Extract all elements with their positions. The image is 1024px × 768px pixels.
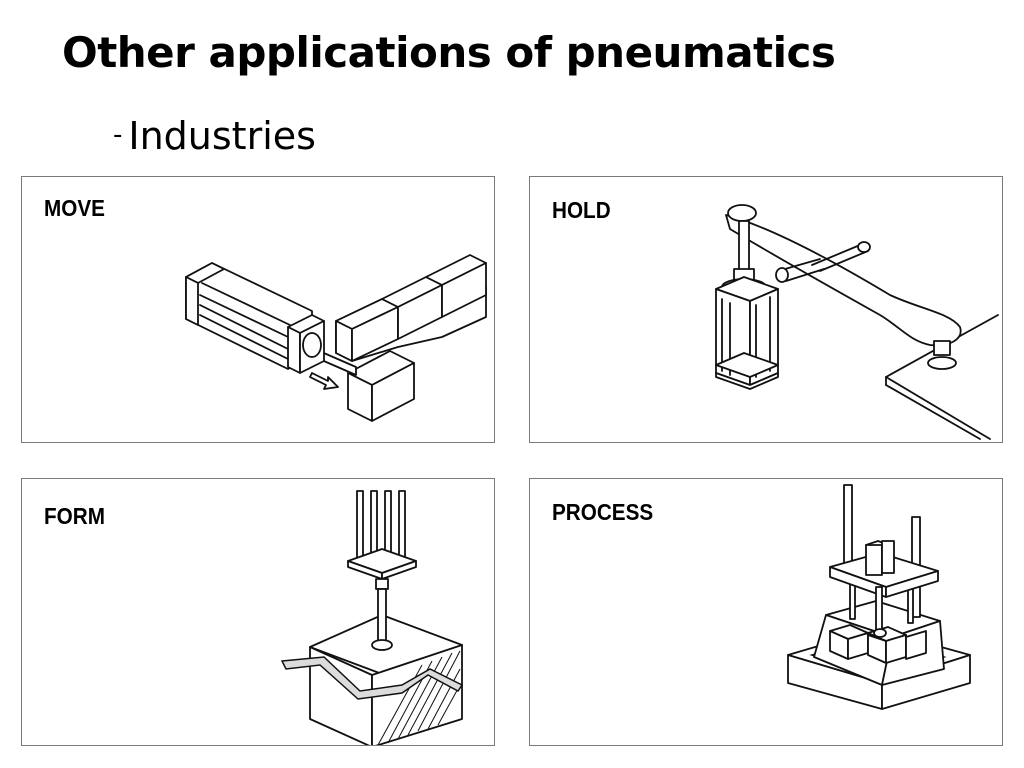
form-panel: FORM (21, 478, 495, 746)
process-label: PROCESS (552, 499, 654, 525)
pushed-box (347, 350, 415, 422)
part-boxes (829, 624, 927, 664)
hold-panel: HOLD (529, 176, 1003, 443)
slide-subtitle: -Industries (113, 114, 316, 158)
move-label: MOVE (44, 195, 105, 221)
move-cylinder-illustration (185, 254, 487, 422)
clamp-cylinder (715, 220, 779, 390)
clamp-arm (725, 204, 962, 370)
press-frame (829, 484, 939, 638)
hold-label: HOLD (552, 197, 611, 223)
cylinder-body (185, 262, 325, 374)
bent-sheet (280, 656, 464, 700)
form-label: FORM (44, 503, 105, 529)
box-row (335, 254, 487, 362)
subtitle-text: Industries (128, 114, 316, 158)
process-assembly-illustration (787, 484, 971, 710)
subtitle-dash: - (113, 120, 123, 150)
move-panel: MOVE (21, 176, 495, 443)
hold-clamp-illustration (715, 204, 999, 440)
press-tool (347, 490, 417, 651)
slide-title: Other applications of pneumatics (62, 28, 836, 77)
form-press-illustration (280, 490, 464, 745)
process-panel: PROCESS (529, 478, 1003, 746)
move-arrow (309, 372, 339, 390)
